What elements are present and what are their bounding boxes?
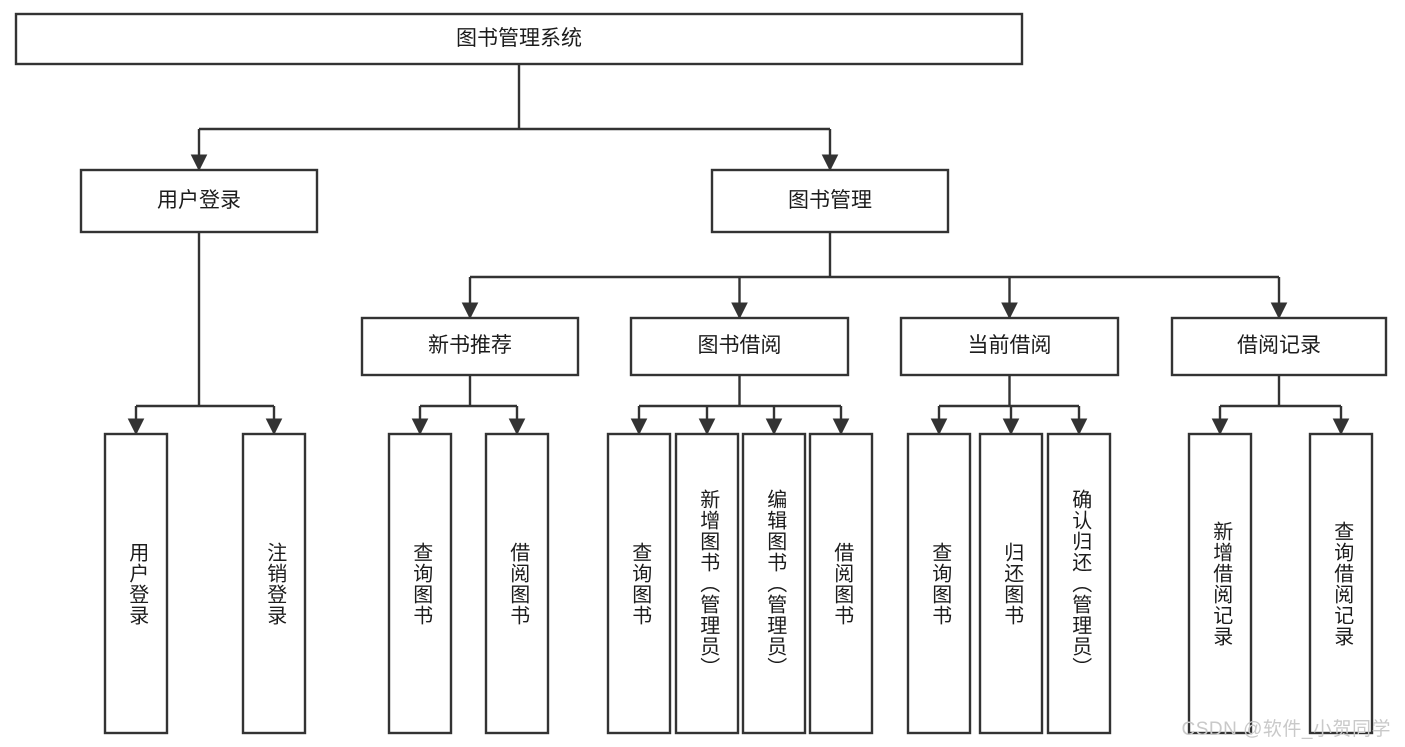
node-box-leaf-query-book-2 bbox=[606, 432, 672, 735]
node-box-leaf-user-login bbox=[103, 432, 169, 735]
node-box-leaf-edit-book bbox=[741, 432, 807, 735]
node-box-leaf-borrow-book-1 bbox=[484, 432, 550, 735]
node-box-leaf-add-book bbox=[674, 432, 740, 735]
node-box-new-book-recommend bbox=[360, 316, 580, 377]
node-box-borrow-record bbox=[1170, 316, 1388, 377]
node-box-book-borrow bbox=[629, 316, 850, 377]
connector-edges-layer bbox=[127, 64, 1350, 436]
node-box-leaf-add-record bbox=[1187, 432, 1253, 735]
node-box-leaf-query-record bbox=[1308, 432, 1374, 735]
node-box-leaf-query-book-3 bbox=[906, 432, 972, 735]
watermark-text: CSDN @软件_小贺同学 bbox=[1181, 719, 1391, 740]
node-box-root bbox=[14, 12, 1024, 66]
node-box-leaf-return-book bbox=[978, 432, 1044, 735]
node-box-book-manage bbox=[710, 168, 950, 234]
node-box-leaf-query-book-1 bbox=[387, 432, 453, 735]
node-box-leaf-borrow-book-2 bbox=[808, 432, 874, 735]
node-box-current-borrow bbox=[899, 316, 1120, 377]
node-box-leaf-user-logout bbox=[241, 432, 307, 735]
node-box-leaf-confirm-return bbox=[1046, 432, 1112, 735]
node-boxes-layer bbox=[14, 12, 1388, 735]
node-box-user-login bbox=[79, 168, 319, 234]
